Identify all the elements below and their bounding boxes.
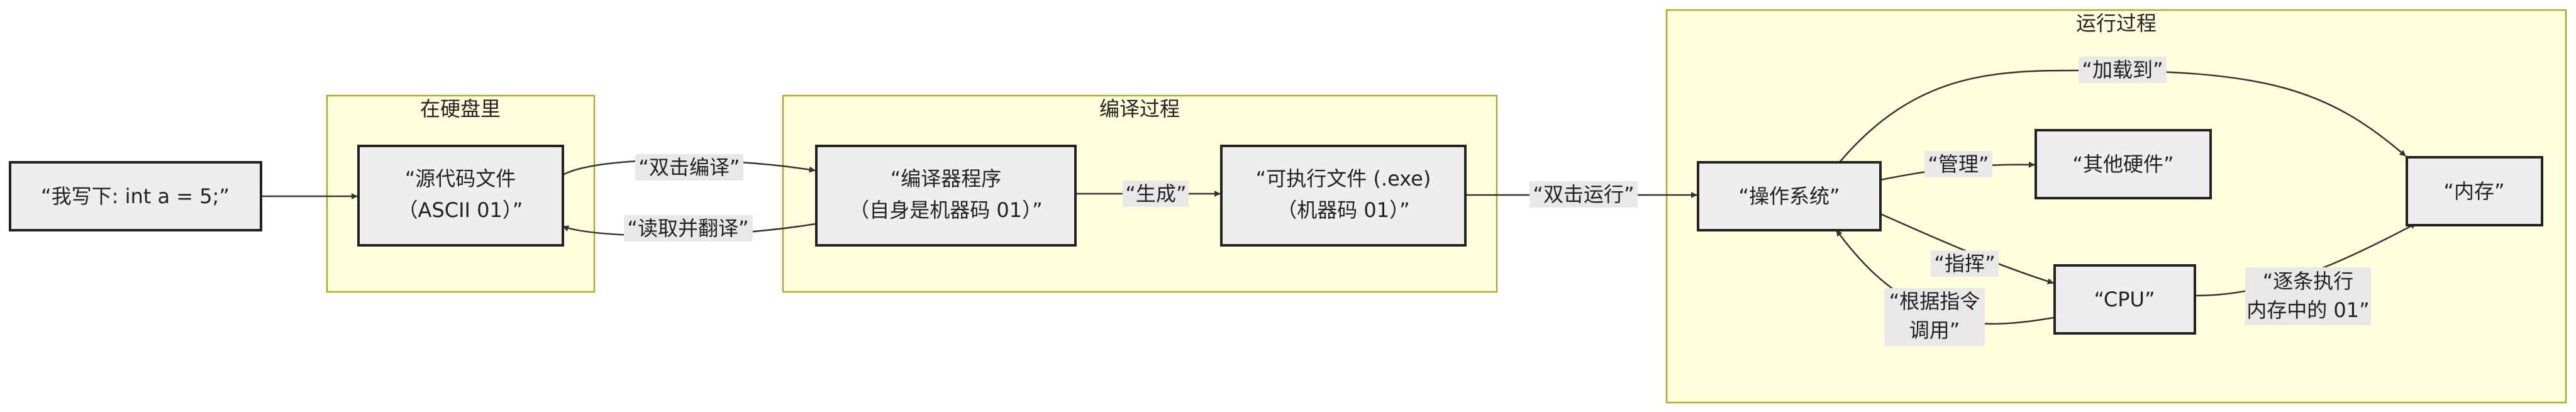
edge-label-manage: “管理”: [1924, 151, 1992, 177]
node-compiler-line2: （自身是机器码 01）”: [849, 198, 1042, 222]
edge-label-command-text: “指挥”: [1934, 252, 1995, 276]
node-source-file-line2: （ASCII 01）”: [398, 198, 523, 222]
cluster-compile-label: 编译过程: [1099, 97, 1180, 121]
node-os-text: “操作系统”: [1738, 184, 1840, 208]
node-hardware: “其他硬件”: [2035, 129, 2212, 199]
node-cpu-text: “CPU”: [2094, 287, 2155, 311]
edge-label-compile-text: “双击编译”: [638, 155, 740, 179]
node-executable: “可执行文件 (.exe) （机器码 01）”: [1220, 145, 1467, 247]
node-code-text: “我写下: int a = 5;”: [41, 184, 230, 208]
edge-label-execute: “逐条执行 内存中的 01”: [2245, 267, 2371, 325]
edge-label-command-bg: [1931, 250, 1999, 277]
node-cpu-box: [2053, 264, 2196, 335]
node-memory: “内存”: [2406, 156, 2543, 226]
edge-label-load: “加载到”: [2079, 57, 2167, 83]
edge-label-execute-line1: “逐条执行: [2263, 269, 2354, 293]
node-executable-line1: “可执行文件 (.exe): [1256, 167, 1431, 191]
edge-label-manage-bg: [1924, 151, 1992, 177]
node-hardware-box: [2035, 129, 2212, 199]
node-code-box: [9, 161, 262, 231]
edge-label-generate-text: “生成”: [1125, 182, 1186, 206]
node-source-file: “源代码文件 （ASCII 01）”: [357, 145, 564, 247]
node-memory-text: “内存”: [2443, 179, 2504, 203]
edge-label-command: “指挥”: [1931, 250, 1999, 277]
edge-label-execute-bg: [2245, 267, 2371, 325]
edge-label-read-translate-bg: [624, 215, 753, 242]
edge-label-call: “根据指令 调用”: [1884, 288, 1985, 346]
nodes: “我写下: int a = 5;” “源代码文件 （ASCII 01）” “编译…: [9, 129, 2543, 335]
node-executable-line2: （机器码 01）”: [1277, 198, 1409, 222]
edge-label-read-translate: “读取并翻译”: [624, 215, 753, 242]
edge-label-load-bg: [2079, 57, 2167, 83]
node-executable-box: [1220, 145, 1467, 247]
edge-label-load-text: “加载到”: [2082, 58, 2163, 82]
edge-label-generate: “生成”: [1123, 181, 1189, 207]
node-compiler: “编译器程序 （自身是机器码 01）”: [815, 145, 1077, 247]
edge-label-execute-line2: 内存中的 01”: [2246, 298, 2369, 322]
node-os-box: [1697, 161, 1882, 231]
cluster-run-label: 运行过程: [2076, 11, 2157, 35]
edge-labels: “双击编译” “读取并翻译” “生成” “双击运行” “加载到” “管理” “指…: [624, 57, 2371, 346]
node-source-file-box: [357, 145, 564, 247]
edge-label-call-line2: 调用”: [1909, 318, 1960, 342]
edge-label-read-translate-text: “读取并翻译”: [627, 216, 748, 240]
edge-label-run-text: “双击运行”: [1533, 182, 1634, 206]
edge-label-run-bg: [1530, 181, 1638, 208]
node-cpu: “CPU”: [2053, 264, 2196, 335]
node-compiler-line1: “编译器程序: [891, 167, 1002, 191]
edge-label-compile: “双击编译”: [635, 154, 743, 181]
edge-label-generate-bg: [1123, 181, 1189, 207]
edge-label-run: “双击运行”: [1530, 181, 1638, 208]
cluster-disk-label: 在硬盘里: [420, 97, 501, 121]
node-memory-box: [2406, 156, 2543, 226]
node-code: “我写下: int a = 5;”: [9, 161, 262, 231]
node-source-file-line1: “源代码文件: [405, 167, 516, 191]
edge-label-call-line1: “根据指令: [1889, 289, 1980, 313]
node-os: “操作系统”: [1697, 161, 1882, 231]
node-compiler-box: [815, 145, 1077, 247]
edge-label-call-bg: [1884, 288, 1985, 346]
edge-label-compile-bg: [635, 154, 743, 181]
node-hardware-text: “其他硬件”: [2072, 152, 2174, 176]
edge-label-manage-text: “管理”: [1928, 152, 1989, 176]
